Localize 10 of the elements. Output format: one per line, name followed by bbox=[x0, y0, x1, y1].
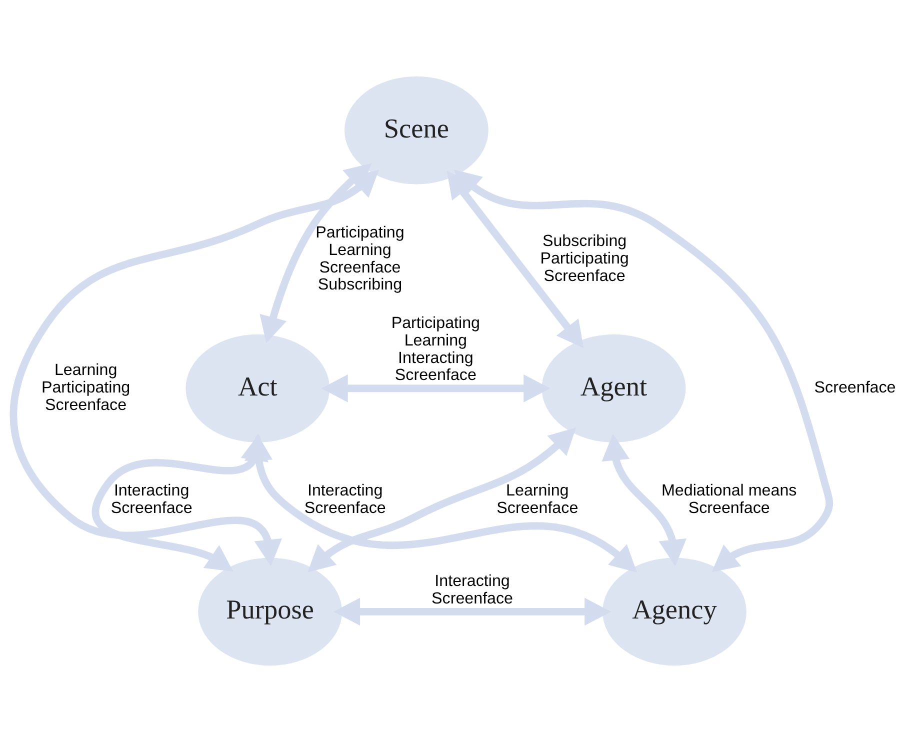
edge-label: Participating Learning Interacting Screenface bbox=[391, 314, 480, 384]
edge-label: Interacting Screenface bbox=[432, 572, 514, 607]
edge-label: Learning Participating Screenface bbox=[41, 360, 130, 414]
edge-label: Participating Learning Screenface Subscribing bbox=[316, 223, 404, 294]
edge-label: Mediational means Screenface bbox=[661, 481, 797, 516]
edge-label: Screenface bbox=[814, 378, 896, 396]
edge-label: Interacting Screenface bbox=[304, 481, 386, 516]
edge-label: Interacting Screenface bbox=[110, 481, 192, 516]
edge-label: Subscribing Participating Screenface bbox=[540, 232, 629, 284]
edge-label: Learning Screenface bbox=[496, 481, 578, 516]
